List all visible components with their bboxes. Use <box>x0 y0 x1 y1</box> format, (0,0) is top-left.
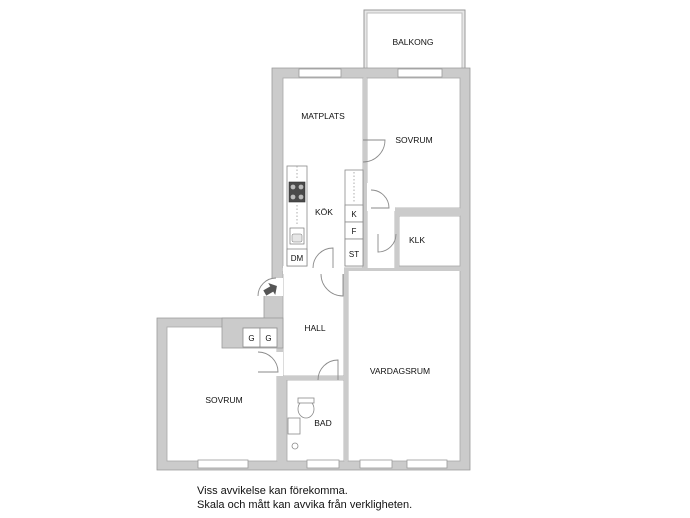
fixture-label-g1: G <box>248 334 254 343</box>
fixture-label-st: ST <box>349 250 359 259</box>
room-label-balkong: BALKONG <box>392 37 433 47</box>
bathroom-fixtures <box>287 397 315 450</box>
fixture-label-f: F <box>352 227 357 236</box>
interior-walls <box>277 78 464 461</box>
room-label-sovrum-top: SOVRUM <box>395 135 432 145</box>
windows <box>197 68 448 469</box>
wardrobes <box>242 327 278 348</box>
room-label-klk: KLK <box>409 235 425 245</box>
room-label-hall: HALL <box>304 323 326 333</box>
entrance-arrow-icon <box>263 282 277 296</box>
room-label-kok: KÖK <box>315 207 333 217</box>
fixture-label-g2: G <box>265 334 271 343</box>
kitchen-counter-right <box>344 169 364 267</box>
doors <box>257 139 397 381</box>
room-label-sovrum-bottom: SOVRUM <box>205 395 242 405</box>
disclaimer-line-2: Skala och mått kan avvika från verklighe… <box>197 499 413 511</box>
room-label-bad: BAD <box>314 418 331 428</box>
disclaimer: Viss avvikelse kan förekomma. Skala och … <box>197 484 412 512</box>
fixture-label-k: K <box>351 210 357 219</box>
balcony <box>363 9 466 75</box>
floor-openings <box>257 183 395 376</box>
room-label-vardagsrum: VARDAGSRUM <box>370 366 430 376</box>
room-label-matplats: MATPLATS <box>301 111 345 121</box>
kitchen-counter-left <box>286 165 308 267</box>
fixture-label-dm: DM <box>291 254 304 263</box>
disclaimer-line-1: Viss avvikelse kan förekomma. <box>197 485 348 497</box>
